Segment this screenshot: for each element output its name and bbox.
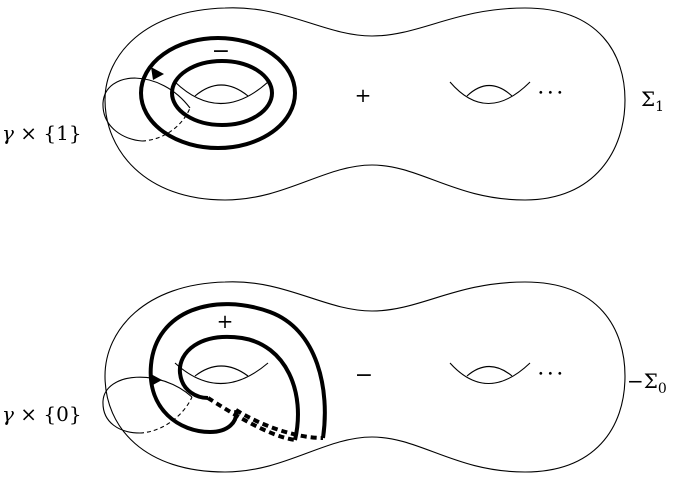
bottom-surface-outline bbox=[104, 281, 626, 473]
bottom-left-handle-cap bbox=[194, 365, 249, 377]
top-right-handle-smile bbox=[449, 81, 531, 104]
bottom-panel: + − ⋅⋅⋅ −Σ0 γ × {0} bbox=[2, 281, 667, 473]
top-left-handle-cap bbox=[194, 84, 249, 97]
top-region-minus: − bbox=[212, 39, 230, 64]
top-panel: − + ⋅⋅⋅ Σ1 γ × {1} bbox=[2, 7, 664, 201]
bottom-outer-spiral-curve bbox=[148, 302, 327, 439]
bottom-region-plus: + bbox=[217, 309, 234, 333]
bottom-curve-label: γ × {0} bbox=[2, 402, 82, 426]
bottom-right-handle-smile bbox=[449, 362, 531, 384]
bottom-surface-label: −Σ0 bbox=[627, 369, 667, 397]
top-surface-label: Σ1 bbox=[641, 87, 664, 115]
bottom-gamma-arrowhead bbox=[149, 373, 162, 386]
top-left-handle-smile bbox=[174, 81, 269, 104]
bottom-left-handle-smile bbox=[174, 362, 269, 384]
top-surface-outline bbox=[104, 7, 626, 201]
top-dots: ⋅⋅⋅ bbox=[537, 81, 566, 106]
top-inner-dividing-curve bbox=[170, 59, 274, 127]
bottom-dots: ⋅⋅⋅ bbox=[537, 362, 566, 387]
bottom-back-dashed-curve-outer bbox=[234, 408, 324, 440]
top-gamma-curve-back bbox=[141, 107, 191, 142]
top-curve-label: γ × {1} bbox=[2, 121, 82, 145]
top-right-handle-cap bbox=[466, 84, 513, 97]
top-outer-dividing-curve bbox=[139, 36, 297, 150]
bottom-right-handle-cap bbox=[466, 365, 513, 377]
bottom-gamma-curve-front bbox=[102, 376, 193, 434]
bottom-region-minus: − bbox=[355, 363, 373, 388]
bottom-inner-spiral-curve bbox=[177, 334, 300, 441]
bottom-back-dashed-curve-inner bbox=[206, 396, 296, 442]
top-gamma-arrowhead bbox=[151, 67, 164, 80]
top-gamma-curve-front bbox=[102, 77, 191, 142]
top-region-plus: + bbox=[355, 83, 372, 107]
